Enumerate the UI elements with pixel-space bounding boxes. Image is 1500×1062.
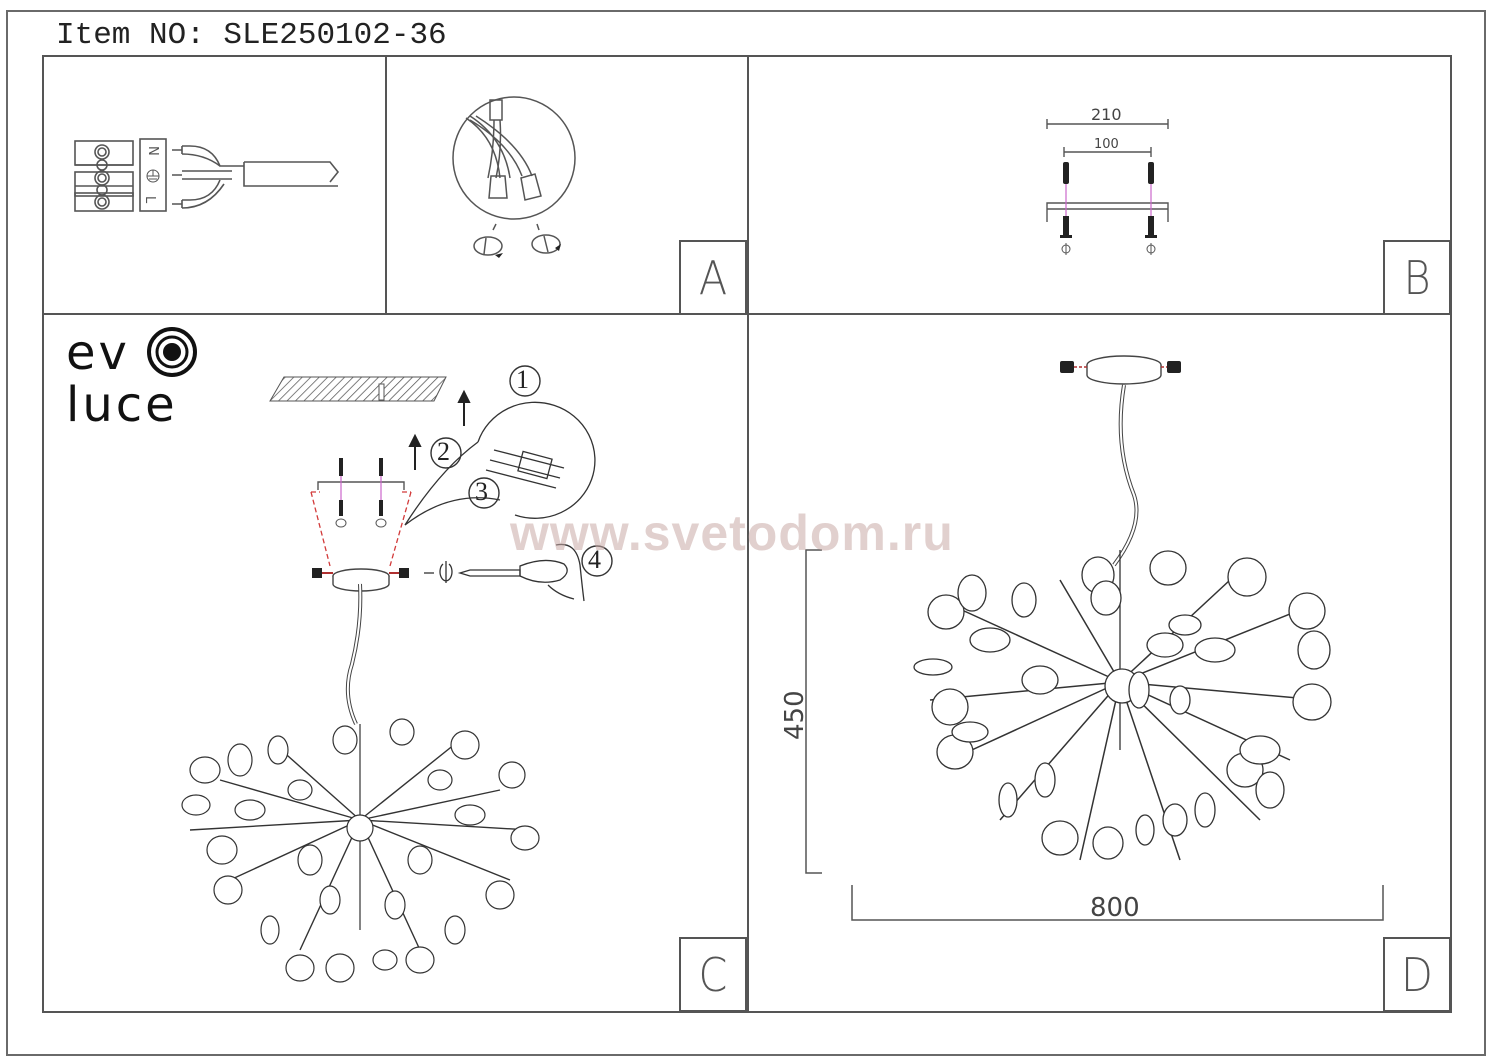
panel-letter: B xyxy=(1403,251,1431,305)
horizontal-divider xyxy=(42,313,1452,315)
step-1: 1 xyxy=(516,365,529,394)
terminal-n-label: N xyxy=(145,146,160,156)
vertical-divider xyxy=(747,55,749,1013)
earth-icon xyxy=(146,169,160,183)
width-dimension-label: 800 xyxy=(1090,893,1140,923)
step-3: 3 xyxy=(475,477,488,506)
logo-line2: luce xyxy=(66,377,178,433)
bracket-dimension-210: 210 xyxy=(1091,105,1122,124)
item-number-title: Item NO: SLE250102-36 xyxy=(56,18,447,53)
panel-label-b: B xyxy=(1383,240,1451,315)
panel-label-a: A xyxy=(679,240,747,315)
panel-letter: C xyxy=(698,948,728,1002)
brand-logo: ev luce xyxy=(66,329,178,429)
step-number-icons xyxy=(430,365,613,577)
step-2: 2 xyxy=(437,437,450,466)
terminal-l-label: L xyxy=(142,196,157,204)
top-left-divider xyxy=(385,55,387,315)
panel-label-d: D xyxy=(1383,937,1451,1012)
outer-border xyxy=(6,10,1486,1056)
panel-letter: A xyxy=(698,251,728,305)
step-4: 4 xyxy=(588,545,601,574)
height-dimension-label: 450 xyxy=(780,690,810,740)
logo-line1: ev xyxy=(66,325,130,381)
ceiling-icon xyxy=(269,376,447,402)
panel-label-c: C xyxy=(679,937,747,1012)
panel-letter: D xyxy=(1401,948,1433,1002)
bracket-dimension-100: 100 xyxy=(1094,137,1119,152)
